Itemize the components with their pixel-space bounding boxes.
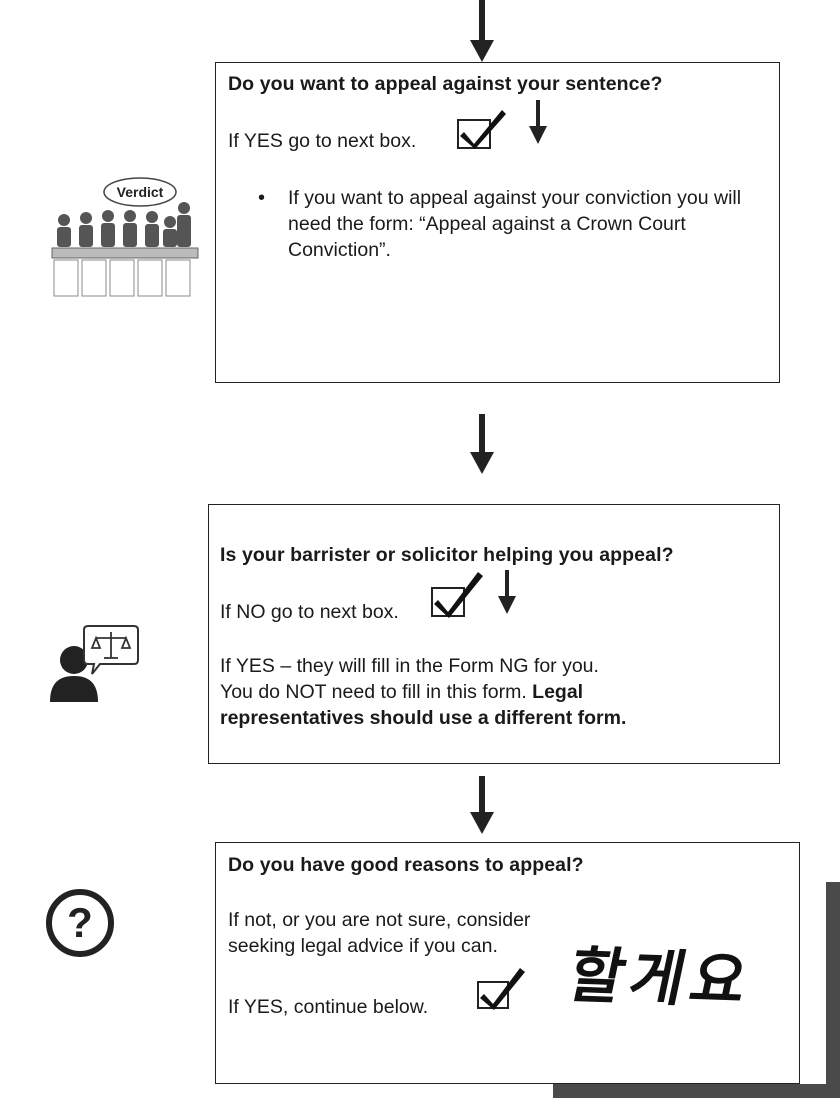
handwritten-annotation: 할게요 — [562, 940, 760, 1018]
down-arrow-icon — [470, 776, 494, 834]
svg-text:Verdict: Verdict — [117, 184, 164, 200]
box2-yes-line2-bold: Legal — [532, 681, 584, 703]
box2-yes-line2: You do NOT need to fill in this form. Le… — [220, 679, 583, 705]
box1-yes-line: If YES go to next box. — [228, 130, 417, 152]
box1-title: Do you want to appeal against your sente… — [228, 73, 663, 95]
page-edge-bar — [826, 882, 840, 1098]
good-reasons-box — [215, 842, 800, 1084]
down-arrow-icon — [498, 570, 516, 614]
box1-bullet-dot: • — [258, 187, 266, 209]
page-edge-bar-bottom — [553, 1084, 840, 1098]
question-circle-icon: ? — [46, 889, 114, 957]
box3-yes-line: If YES, continue below. — [228, 996, 429, 1018]
down-arrow-icon — [470, 414, 494, 474]
checkbox-tick-icon — [477, 968, 525, 1010]
box3-advice: If not, or you are not sure, consider se… — [228, 909, 531, 957]
jury-verdict-icon: Verdict — [51, 177, 199, 297]
box2-yes-line2-plain: You do NOT need to fill in this form. — [220, 681, 527, 703]
legal-representative-box — [208, 504, 780, 764]
box2-yes-line3: representatives should use a different f… — [220, 707, 627, 729]
svg-text:?: ? — [67, 899, 93, 946]
person-scales-icon — [50, 625, 139, 702]
box2-title: Is your barrister or solicitor helping y… — [220, 544, 674, 566]
down-arrow-icon — [470, 0, 494, 62]
box2-yes-line1: If YES – they will fill in the Form NG f… — [220, 655, 599, 677]
checkbox-tick-icon — [431, 572, 483, 618]
checkbox-tick-icon — [457, 110, 506, 149]
box1-bullet-text: If you want to appeal against your convi… — [288, 187, 742, 261]
down-arrow-icon — [529, 100, 547, 144]
box3-title: Do you have good reasons to appeal? — [228, 854, 584, 876]
box2-no-line: If NO go to next box. — [220, 601, 399, 623]
